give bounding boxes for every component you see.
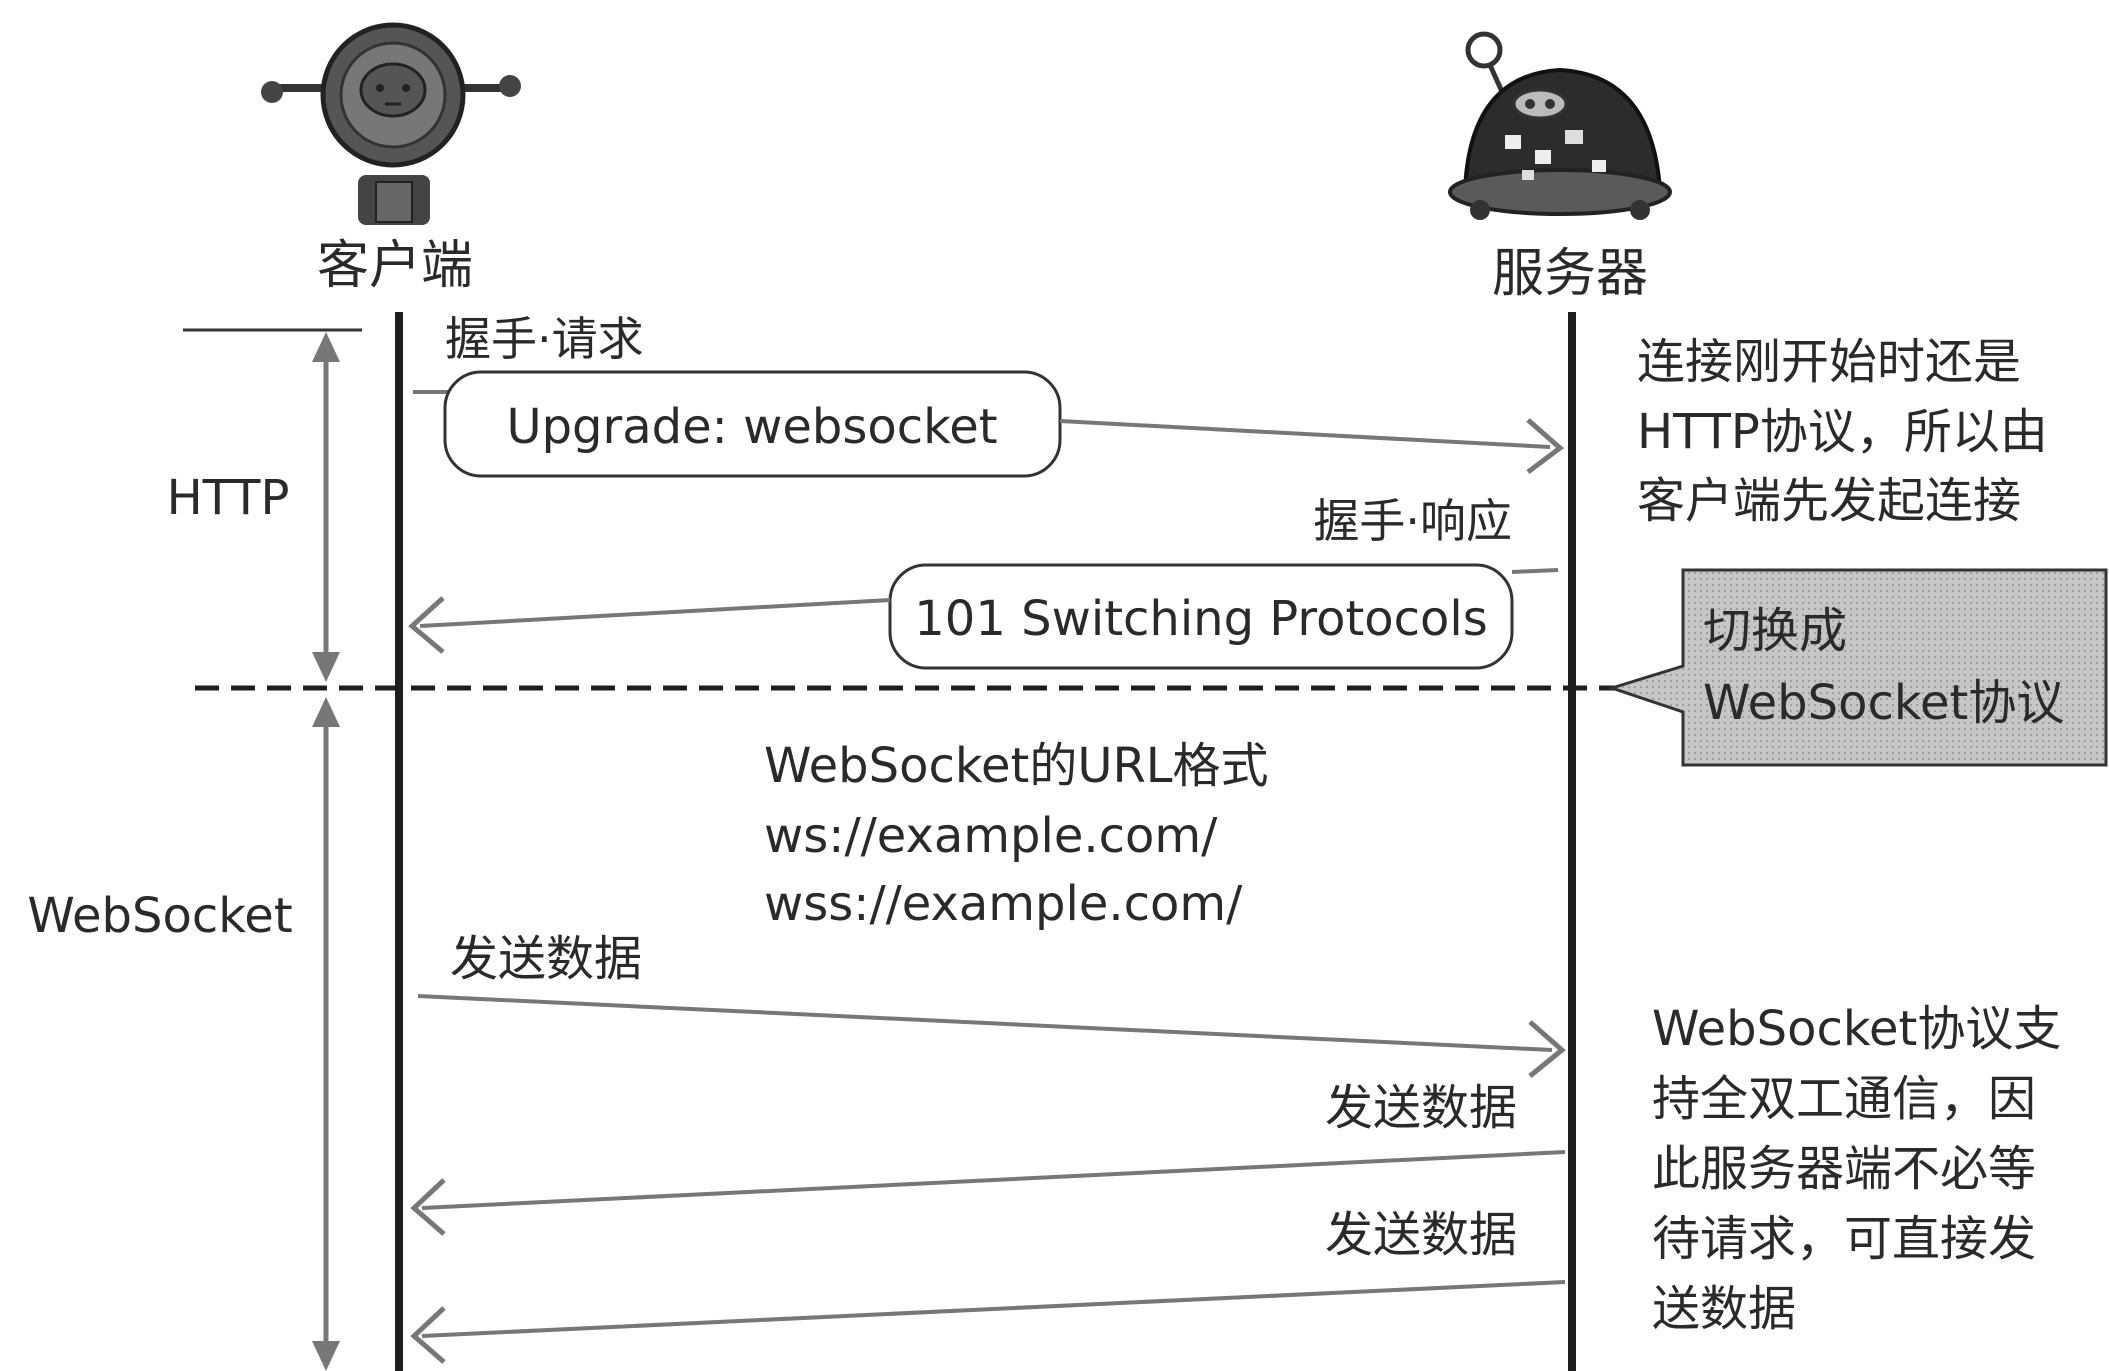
handshake-response-arrow xyxy=(408,596,891,654)
handshake-request-title: 握手·请求 xyxy=(445,312,644,366)
send-data-label-3: 发送数据 xyxy=(1325,1207,1517,1263)
switch-protocol-callout: 切换成 WebSocket协议 xyxy=(1607,568,2108,767)
handshake-response-box xyxy=(888,563,1514,670)
switch-callout-line-2: WebSocket协议 xyxy=(1703,675,2064,731)
server-robot-icon xyxy=(1448,31,1672,220)
server-label: 服务器 xyxy=(1492,244,1648,304)
full-duplex-note-line-3: 此服务器端不必等 xyxy=(1652,1141,2036,1197)
handshake-request-arrow xyxy=(1059,418,1564,474)
handshake-response-title: 握手·响应 xyxy=(1313,494,1512,548)
send-data-arrow-2 xyxy=(410,1150,1566,1236)
http-start-note: 连接刚开始时还是 HTTP协议，所以由 客户端先发起连接 xyxy=(1637,334,2048,529)
send-data-label-1: 发送数据 xyxy=(450,931,642,987)
handshake-response-body: 101 Switching Protocols xyxy=(914,591,1488,647)
full-duplex-note-line-4: 待请求，可直接发 xyxy=(1652,1211,2036,1267)
send-data-arrow-1 xyxy=(417,994,1566,1078)
full-duplex-note: WebSocket协议支 持全双工通信，因 此服务器端不必等 待请求，可直接发 … xyxy=(1652,1001,2061,1337)
client-robot-icon xyxy=(261,22,521,225)
http-start-note-line-2: HTTP协议，所以由 xyxy=(1637,404,2048,460)
http-start-note-line-3: 客户端先发起连接 xyxy=(1637,473,2021,529)
handshake-request-box xyxy=(443,370,1062,478)
full-duplex-note-line-5: 送数据 xyxy=(1652,1281,1796,1337)
http-phase-label: HTTP xyxy=(167,470,290,526)
full-duplex-note-line-2: 持全双工通信，因 xyxy=(1652,1071,2036,1127)
handshake-response-line-start xyxy=(1511,568,1559,574)
handshake-request-body: Upgrade: websocket xyxy=(506,399,997,455)
send-data-arrow-3 xyxy=(410,1280,1566,1364)
url-format-wss: wss://example.com/ xyxy=(764,876,1243,932)
send-data-label-2: 发送数据 xyxy=(1325,1080,1517,1136)
url-format-title: WebSocket的URL格式 xyxy=(764,738,1269,794)
full-duplex-note-line-1: WebSocket协议支 xyxy=(1652,1001,2061,1057)
url-format-ws: ws://example.com/ xyxy=(764,808,1218,864)
websocket-phase-label: WebSocket xyxy=(27,888,292,944)
switch-callout-line-1: 切换成 xyxy=(1703,603,1847,659)
http-phase-arrow xyxy=(312,332,340,682)
websocket-phase-arrow xyxy=(312,697,340,1371)
client-label: 客户端 xyxy=(317,236,473,296)
http-start-note-line-1: 连接刚开始时还是 xyxy=(1637,334,2021,390)
